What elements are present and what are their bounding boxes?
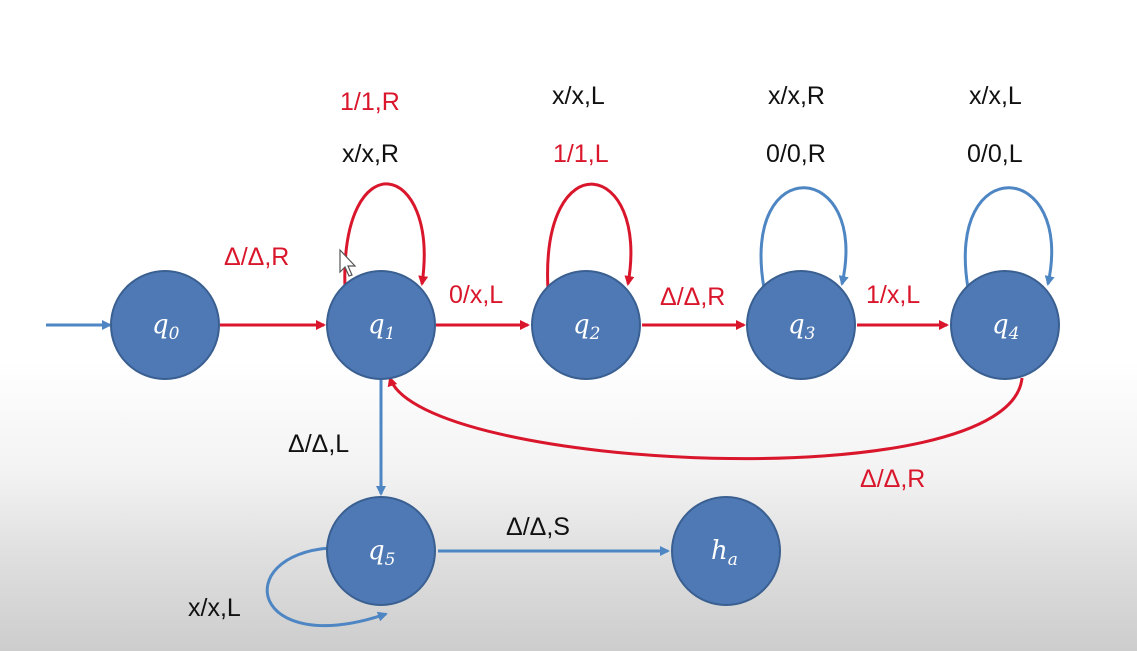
state-q1: q1	[326, 270, 436, 380]
label-q4-loop-bottom: 0/0,L	[967, 140, 1023, 168]
svg-text:q4: q4	[992, 310, 1019, 344]
loop-q3	[759, 186, 849, 289]
state-q3: q3	[746, 270, 856, 380]
state-q0: q0	[110, 270, 220, 380]
state-q1-letter: q	[368, 310, 385, 340]
svg-text:ha: ha	[711, 536, 738, 570]
label-q3-loop-bottom: 0/0,R	[766, 140, 826, 168]
label-q2-loop-bottom: 1/1,L	[553, 140, 609, 168]
state-q5: q5	[326, 496, 436, 606]
loop-q5	[265, 546, 388, 627]
state-q4-sub: 4	[1008, 324, 1020, 344]
state-q2: q2	[531, 270, 641, 380]
state-q2-letter: q	[573, 310, 590, 340]
state-ha-sub: a	[728, 550, 738, 570]
loop-q2	[546, 182, 635, 291]
svg-text:q0: q0	[152, 310, 180, 344]
svg-text:q2: q2	[573, 310, 600, 344]
svg-text:q5: q5	[368, 536, 395, 570]
state-q0-letter: q	[152, 310, 169, 340]
edge-q4-q1	[387, 376, 1024, 461]
state-q5-sub: 5	[385, 550, 396, 570]
state-q0-sub: 0	[169, 324, 180, 344]
state-q3-sub: 3	[805, 324, 816, 344]
state-q1-sub: 1	[385, 324, 396, 344]
state-q4: q4	[950, 270, 1060, 380]
label-q1-q5: Δ/Δ,L	[288, 430, 349, 458]
svg-text:q1: q1	[368, 310, 395, 344]
svg-text:q3: q3	[788, 310, 815, 344]
state-q2-sub: 2	[589, 324, 601, 344]
label-q5-ha: Δ/Δ,S	[506, 513, 570, 541]
state-ha: ha	[671, 496, 781, 606]
loop-q4	[963, 186, 1055, 289]
mouse-cursor-icon	[339, 248, 357, 277]
loop-q1	[343, 182, 429, 289]
label-q4-loop-top: x/x,L	[969, 82, 1022, 110]
label-q0-q1: Δ/Δ,R	[224, 243, 289, 271]
label-q3-loop-top: x/x,R	[768, 82, 825, 110]
label-q3-q4: 1/x,L	[866, 281, 920, 309]
label-q2-loop-top: x/x,L	[552, 82, 605, 110]
label-q2-q3: Δ/Δ,R	[660, 283, 725, 311]
state-q3-letter: q	[788, 310, 805, 340]
label-q1-q2: 0/x,L	[449, 281, 503, 309]
state-q5-letter: q	[368, 536, 385, 566]
state-q4-letter: q	[992, 310, 1009, 340]
label-q1-loop-top: 1/1,R	[340, 88, 400, 116]
state-ha-letter: h	[711, 536, 728, 566]
label-q4-q1: Δ/Δ,R	[860, 465, 925, 493]
label-q1-loop-bottom: x/x,R	[342, 140, 399, 168]
label-q5-loop: x/x,L	[188, 594, 241, 622]
